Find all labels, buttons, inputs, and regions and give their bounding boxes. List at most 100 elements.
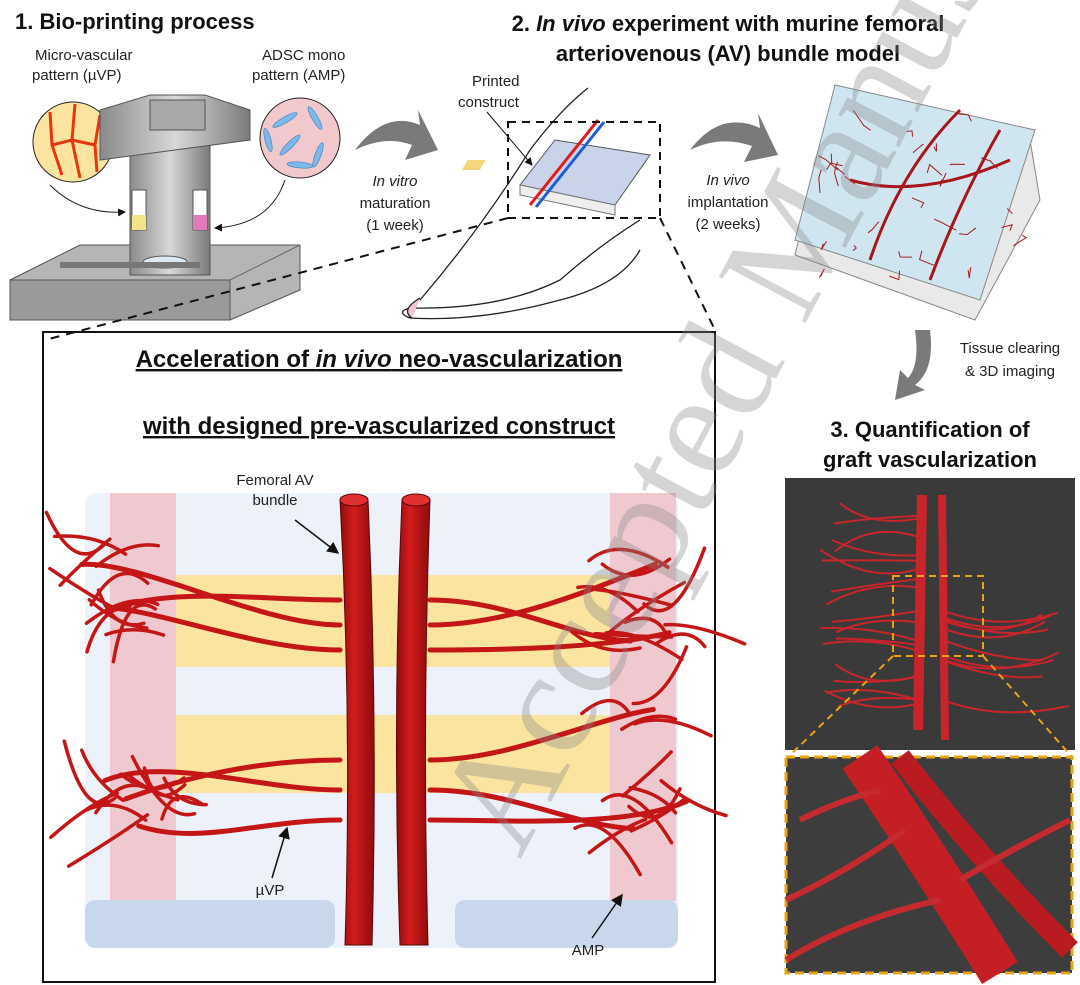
vessel-branch bbox=[834, 168, 839, 187]
uvp-detail-arrow bbox=[271, 826, 290, 879]
vessel-branch bbox=[844, 175, 856, 185]
vessel-branch bbox=[926, 163, 943, 176]
printed-construct-line1: Printed bbox=[472, 73, 520, 90]
vessel-branch bbox=[109, 605, 343, 653]
vessel-branch bbox=[818, 169, 822, 193]
section1-title: 1. Bio-printing process bbox=[15, 9, 255, 34]
amp-label-line1: ADSC mono bbox=[262, 47, 345, 64]
vessel-branch bbox=[938, 494, 949, 741]
vessel-branch bbox=[123, 757, 343, 802]
vessel-branch bbox=[118, 772, 186, 791]
vessel-branch bbox=[889, 270, 901, 281]
vessel-branch bbox=[628, 785, 678, 815]
vessel-branch bbox=[868, 108, 962, 261]
vessel-branch bbox=[587, 817, 648, 855]
vessel-branch bbox=[632, 718, 713, 738]
vessel-branch bbox=[837, 696, 919, 708]
amp-label-line2: pattern (AMP) bbox=[252, 67, 345, 84]
vessel-branch bbox=[944, 610, 1058, 623]
invivo-line3: (2 weeks) bbox=[695, 216, 760, 233]
vessel-branch bbox=[958, 113, 972, 122]
vessel-branch bbox=[62, 739, 117, 806]
vessel-branch bbox=[427, 706, 656, 763]
vessel-branch bbox=[967, 267, 972, 279]
detail-title-line1: Acceleration of in vivo neo-vascularizat… bbox=[136, 346, 623, 373]
construct-schematic bbox=[44, 493, 747, 948]
vessel-branch bbox=[835, 637, 919, 646]
vessel-branch bbox=[826, 689, 919, 701]
printed-construct-line2: construct bbox=[458, 94, 520, 111]
vessel-branch bbox=[1001, 224, 1014, 231]
section2-title-line1: 2. In vivo experiment with murine femora… bbox=[512, 11, 945, 36]
vessel-branch bbox=[830, 153, 833, 164]
clearing-line1: Tissue clearing bbox=[960, 340, 1060, 357]
vessel-branch bbox=[663, 622, 747, 646]
bioprinter-illustration bbox=[9, 94, 301, 321]
vessel-branch bbox=[826, 162, 843, 170]
printed-construct-arrow bbox=[486, 111, 533, 166]
vessel-branch bbox=[580, 698, 631, 716]
detail-title-line2: with designed pre-vascularized construct bbox=[142, 413, 615, 440]
amp-detail-label: AMP bbox=[572, 942, 605, 959]
amp-arrow bbox=[214, 179, 286, 232]
vessel-branch bbox=[949, 163, 965, 166]
vessel-branch bbox=[590, 587, 674, 608]
femoral-arrow bbox=[294, 519, 340, 554]
vessel-branch bbox=[944, 699, 1069, 714]
vessel-branch bbox=[825, 584, 919, 606]
printed-construct-illustration bbox=[461, 119, 651, 216]
vessel-branch bbox=[642, 546, 707, 613]
vessel-branch bbox=[66, 813, 150, 868]
clearing-line2: & 3D imaging bbox=[965, 363, 1055, 380]
vessel-branch bbox=[818, 268, 825, 278]
invivo-arrow-icon bbox=[690, 113, 778, 162]
vessel-branch bbox=[928, 129, 1002, 281]
invitro-arrow-icon bbox=[355, 110, 438, 160]
vessel-branch bbox=[655, 632, 707, 649]
vessel-branch bbox=[831, 610, 919, 623]
vessel-branch bbox=[939, 172, 947, 187]
vessel-branch bbox=[833, 676, 919, 684]
vessel-branch bbox=[839, 502, 919, 522]
vessel-branch bbox=[867, 221, 880, 234]
vessel-branch bbox=[79, 561, 343, 628]
mouse-leg-outline bbox=[401, 87, 641, 320]
vessel-branch bbox=[58, 537, 112, 587]
vessel-branch bbox=[933, 143, 937, 152]
vessel-branch bbox=[834, 530, 919, 553]
vessel-branch bbox=[944, 655, 1054, 669]
amp-pattern-circle-icon bbox=[259, 97, 341, 179]
femoral-av-bundle-vessels bbox=[339, 493, 431, 946]
vessel-branch bbox=[944, 651, 1060, 670]
vessel-branch bbox=[849, 158, 1011, 189]
vessel-branch bbox=[819, 549, 919, 575]
vessel-branch bbox=[587, 547, 670, 570]
uvp-arrow bbox=[49, 184, 126, 217]
vessel-branch bbox=[85, 604, 132, 654]
vessel-branch bbox=[898, 251, 913, 258]
vessel-branch bbox=[822, 640, 919, 652]
vessel-branch bbox=[944, 614, 1052, 629]
invivo-line1: In vivo bbox=[706, 172, 749, 189]
vessel-branch bbox=[160, 795, 204, 821]
vessel-branch bbox=[853, 110, 871, 131]
section3-title-line1: 3. Quantification of bbox=[830, 417, 1030, 442]
vessel-branch bbox=[89, 571, 150, 607]
vessel-branch bbox=[84, 803, 148, 822]
vessel-branch bbox=[84, 598, 160, 626]
section3-title-line2: graft vascularization bbox=[823, 447, 1037, 472]
invivo-line2: implantation bbox=[688, 194, 769, 211]
vessel-branch bbox=[944, 620, 1046, 639]
vessel-branch bbox=[569, 629, 642, 653]
vessel-branch bbox=[600, 793, 674, 845]
vessel-branch bbox=[94, 543, 161, 569]
vessel-branch bbox=[620, 750, 673, 798]
vessel-branch bbox=[427, 787, 637, 832]
vessel-branch bbox=[820, 626, 919, 642]
vessel-branch bbox=[831, 539, 919, 557]
detail-panel bbox=[42, 331, 716, 983]
vessel-branch bbox=[959, 227, 977, 236]
vessel-branch bbox=[831, 578, 919, 593]
uvp-label-line1: Micro-vascular bbox=[35, 47, 133, 64]
